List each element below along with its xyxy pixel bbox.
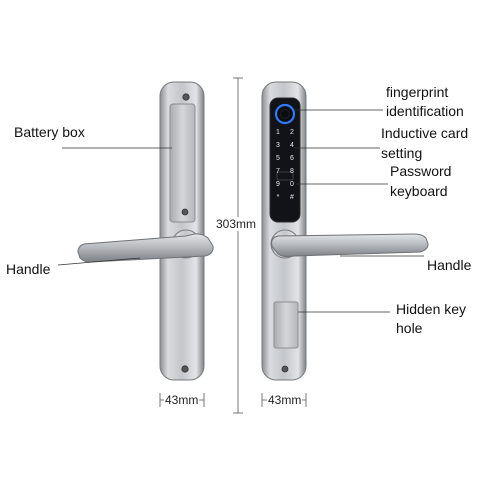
keypad-panel: [269, 97, 301, 223]
keypad-key: 7: [276, 168, 280, 175]
keypad-key: 0: [290, 181, 294, 188]
password-label-line2: keyboard: [390, 183, 448, 199]
handle-left-callout-line: [57, 257, 141, 266]
front-lock: 1 2 3 4 5 6 7 8 9 0 * #: [261, 81, 429, 381]
keypad-key: 2: [290, 129, 294, 136]
card-label-line2: setting: [381, 145, 423, 161]
callout-lines: [57, 109, 424, 313]
bottom-screw-icon: [181, 365, 189, 373]
keypad-key: 9: [276, 181, 280, 188]
keypad-key: *: [277, 194, 280, 201]
password-label-line1: Password: [390, 163, 452, 179]
keyhole-label-line1: Hidden key: [396, 301, 467, 317]
keypad-key: 1: [276, 129, 280, 136]
card-reader-icon: [276, 171, 294, 181]
handle-left-label: Handle: [6, 261, 51, 277]
back-lock: [77, 81, 214, 381]
back-lever: [77, 233, 214, 263]
keypad-keys: 1 2 3 4 5 6 7 8 9 0 * #: [276, 129, 294, 201]
card-label-line1: Inductive card: [381, 125, 469, 141]
top-screw-icon: [182, 93, 190, 101]
keyhole-label-line2: hole: [396, 320, 423, 336]
fingerprint-label-line1: fingerprint: [386, 84, 449, 100]
hidden-keyhole-cover: [273, 301, 299, 349]
fingerprint-label-line2: identification: [386, 103, 464, 119]
keypad-key: 6: [290, 155, 294, 162]
right-width-dimension-label: 43mm: [267, 393, 303, 407]
keypad-key: 3: [276, 142, 280, 149]
front-bottom-screw-icon: [281, 365, 289, 373]
battery-screw-icon: [181, 208, 189, 216]
keypad-key: 5: [276, 155, 280, 162]
front-lever: [271, 233, 429, 258]
battery-box-label: Battery box: [14, 124, 85, 140]
handle-right-label: Handle: [427, 257, 472, 273]
keypad-key: 4: [290, 142, 294, 149]
left-width-dimension-label: 43mm: [164, 393, 200, 407]
keypad-key: 8: [290, 168, 294, 175]
battery-box-cover: [169, 103, 196, 223]
fingerprint-sensor-icon: [274, 103, 296, 125]
height-dimension-label: 303mm: [215, 217, 258, 231]
keypad-key: #: [290, 194, 294, 201]
